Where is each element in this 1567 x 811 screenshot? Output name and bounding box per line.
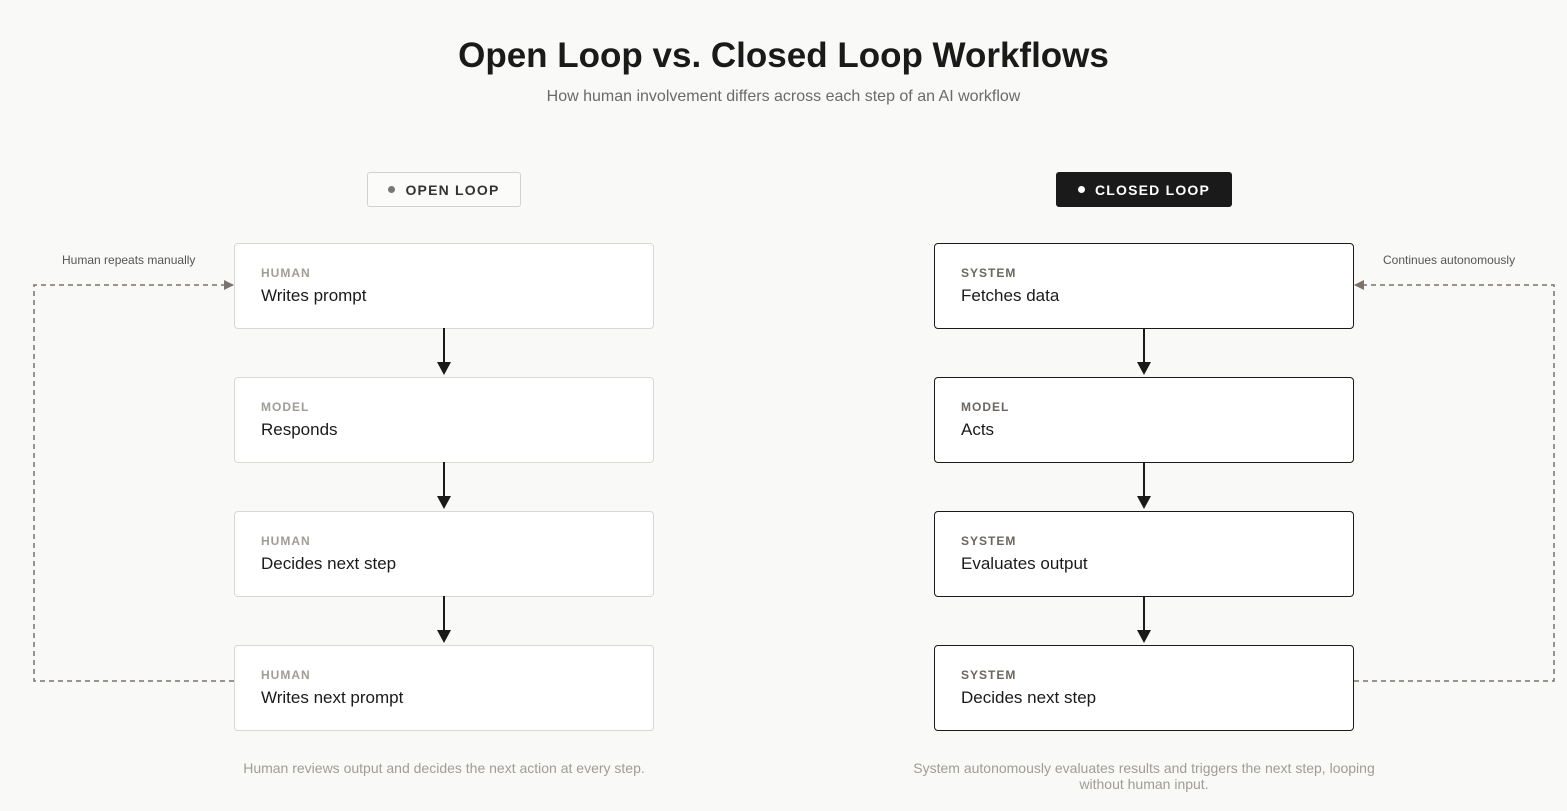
closed-loop-badge-label: CLOSED LOOP: [1094, 181, 1211, 198]
step-action: Acts: [961, 420, 995, 439]
open-loop-return-line: [33, 280, 234, 682]
step-role: HUMAN: [261, 266, 311, 280]
open-step-3: HUMAN Decides next step: [234, 511, 654, 597]
closed-loop-return-label: Continues autonomously: [1383, 253, 1516, 267]
arrow-down-icon: [1137, 462, 1151, 509]
closed-step-4: SYSTEM Decides next step: [934, 645, 1354, 731]
step-role: HUMAN: [261, 534, 311, 548]
arrow-down-icon: [437, 596, 451, 643]
step-action: Writes next prompt: [261, 688, 404, 707]
open-step-4: HUMAN Writes next prompt: [234, 645, 654, 731]
open-loop-badge-label: OPEN LOOP: [405, 181, 500, 198]
open-step-2: MODEL Responds: [234, 377, 654, 463]
closed-step-2: MODEL Acts: [934, 377, 1354, 463]
step-action: Fetches data: [961, 286, 1060, 305]
arrow-down-icon: [437, 328, 451, 375]
step-role: SYSTEM: [961, 534, 1017, 548]
open-loop-badge: OPEN LOOP: [367, 172, 521, 207]
closed-step-3: SYSTEM Evaluates output: [934, 511, 1354, 597]
step-action: Responds: [261, 420, 338, 439]
step-role: MODEL: [961, 400, 1010, 414]
closed-step-1: SYSTEM Fetches data: [934, 243, 1354, 329]
arrow-down-icon: [1137, 596, 1151, 643]
closed-loop-dot-icon: [1077, 186, 1085, 193]
closed-loop-return-line: [1354, 280, 1555, 682]
page-subtitle: How human involvement differs across eac…: [546, 88, 1021, 105]
open-loop-return-label: Human repeats manually: [62, 253, 196, 267]
open-loop-caption: Human reviews output and decides the nex…: [243, 760, 645, 776]
open-loop-dot-icon: [388, 186, 396, 193]
page-title: Open Loop vs. Closed Loop Workflows: [458, 36, 1109, 75]
step-role: HUMAN: [261, 668, 311, 682]
step-action: Writes prompt: [261, 286, 367, 305]
closed-loop-caption: System autonomously evaluates results an…: [913, 760, 1375, 792]
arrow-down-icon: [437, 462, 451, 509]
step-role: MODEL: [261, 400, 310, 414]
step-role: SYSTEM: [961, 266, 1017, 280]
open-step-1: HUMAN Writes prompt: [234, 243, 654, 329]
closed-loop-badge: CLOSED LOOP: [1056, 172, 1232, 207]
step-action: Decides next step: [261, 554, 397, 573]
step-action: Evaluates output: [961, 554, 1088, 573]
arrow-down-icon: [1137, 328, 1151, 375]
step-action: Decides next step: [961, 688, 1097, 707]
step-role: SYSTEM: [961, 668, 1017, 682]
